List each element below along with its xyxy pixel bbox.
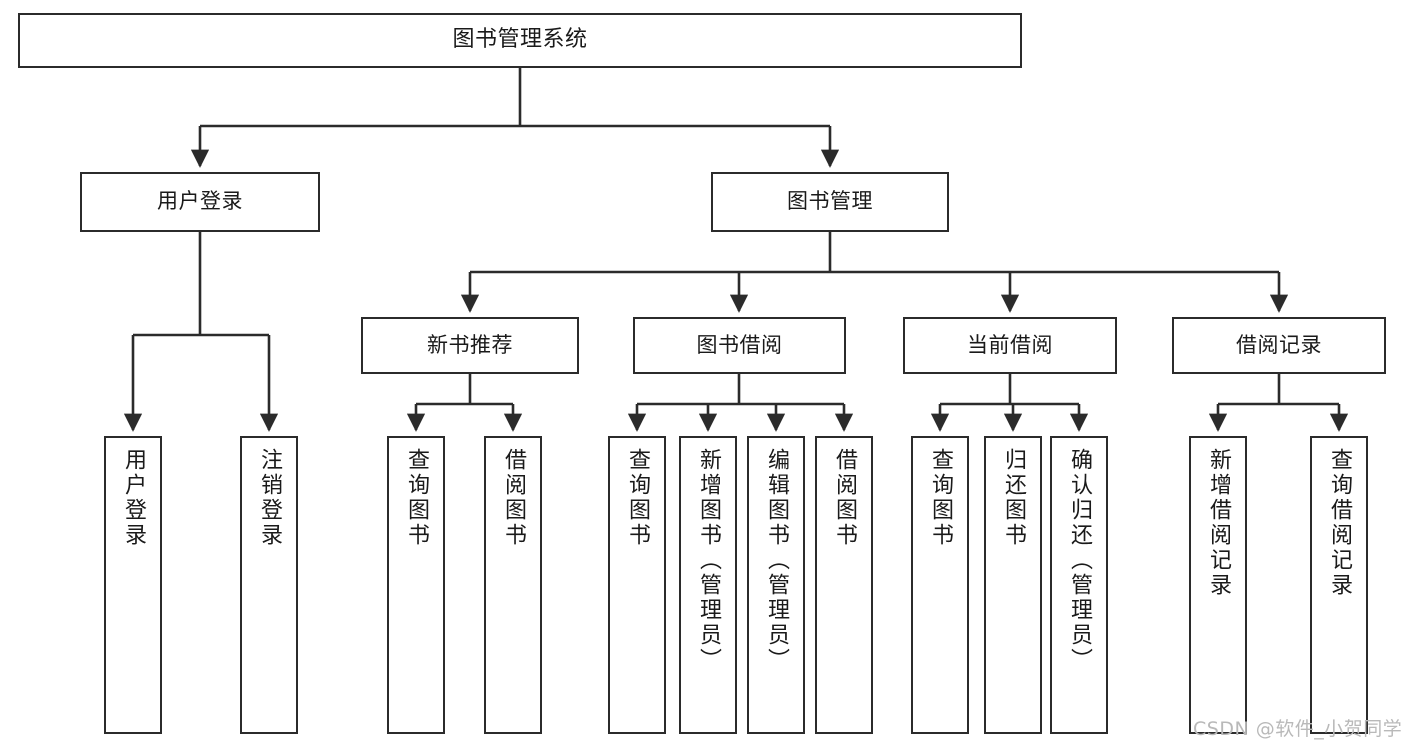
node-leaf-logout[interactable]: 注销登录: [240, 436, 298, 734]
node-leaf-query-record-label: 查询借阅记录: [1327, 448, 1352, 598]
node-leaf-borrow-book-1-label: 借阅图书: [501, 448, 526, 548]
node-leaf-query-book-1[interactable]: 查询图书: [387, 436, 445, 734]
node-leaf-query-record[interactable]: 查询借阅记录: [1310, 436, 1368, 734]
node-borrow-record[interactable]: 借阅记录: [1172, 317, 1386, 374]
node-borrow-record-label: 借阅记录: [1236, 332, 1322, 357]
node-leaf-user-login-label: 用户登录: [121, 448, 146, 548]
node-root-label: 图书管理系统: [452, 27, 588, 53]
node-leaf-query-book-2[interactable]: 查询图书: [608, 436, 666, 734]
node-leaf-borrow-book-2-label: 借阅图书: [832, 448, 857, 548]
node-leaf-borrow-book-2[interactable]: 借阅图书: [815, 436, 873, 734]
node-leaf-edit-book[interactable]: 编辑图书（管理员）: [747, 436, 805, 734]
node-current-borrow-label: 当前借阅: [967, 332, 1053, 357]
node-leaf-return-book-label: 归还图书: [1001, 448, 1026, 548]
node-leaf-return-book[interactable]: 归还图书: [984, 436, 1042, 734]
node-user-login-label: 用户登录: [157, 189, 243, 214]
node-book-manage[interactable]: 图书管理: [711, 172, 949, 232]
node-leaf-add-record-label: 新增借阅记录: [1206, 448, 1231, 598]
node-leaf-confirm-return-label: 确认归还（管理员）: [1067, 448, 1092, 673]
node-book-manage-label: 图书管理: [787, 189, 873, 214]
node-leaf-query-book-1-label: 查询图书: [404, 448, 429, 548]
node-new-book-recommend-label: 新书推荐: [427, 332, 513, 357]
node-current-borrow[interactable]: 当前借阅: [903, 317, 1117, 374]
node-leaf-user-login[interactable]: 用户登录: [104, 436, 162, 734]
node-leaf-query-book-3-label: 查询图书: [928, 448, 953, 548]
node-new-book-recommend[interactable]: 新书推荐: [361, 317, 579, 374]
node-leaf-add-book[interactable]: 新增图书（管理员）: [679, 436, 737, 734]
node-book-borrow[interactable]: 图书借阅: [633, 317, 846, 374]
node-leaf-query-book-2-label: 查询图书: [625, 448, 650, 548]
node-book-borrow-label: 图书借阅: [696, 332, 783, 357]
node-leaf-confirm-return[interactable]: 确认归还（管理员）: [1050, 436, 1108, 734]
node-leaf-borrow-book-1[interactable]: 借阅图书: [484, 436, 542, 734]
node-leaf-add-record[interactable]: 新增借阅记录: [1189, 436, 1247, 734]
node-leaf-logout-label: 注销登录: [257, 448, 282, 548]
node-leaf-query-book-3[interactable]: 查询图书: [911, 436, 969, 734]
node-leaf-add-book-label: 新增图书（管理员）: [696, 448, 721, 673]
csdn-watermark: CSDN @软件_小贺同学: [1193, 718, 1403, 740]
node-leaf-edit-book-label: 编辑图书（管理员）: [764, 448, 789, 673]
node-user-login[interactable]: 用户登录: [80, 172, 320, 232]
node-root[interactable]: 图书管理系统: [18, 13, 1022, 68]
